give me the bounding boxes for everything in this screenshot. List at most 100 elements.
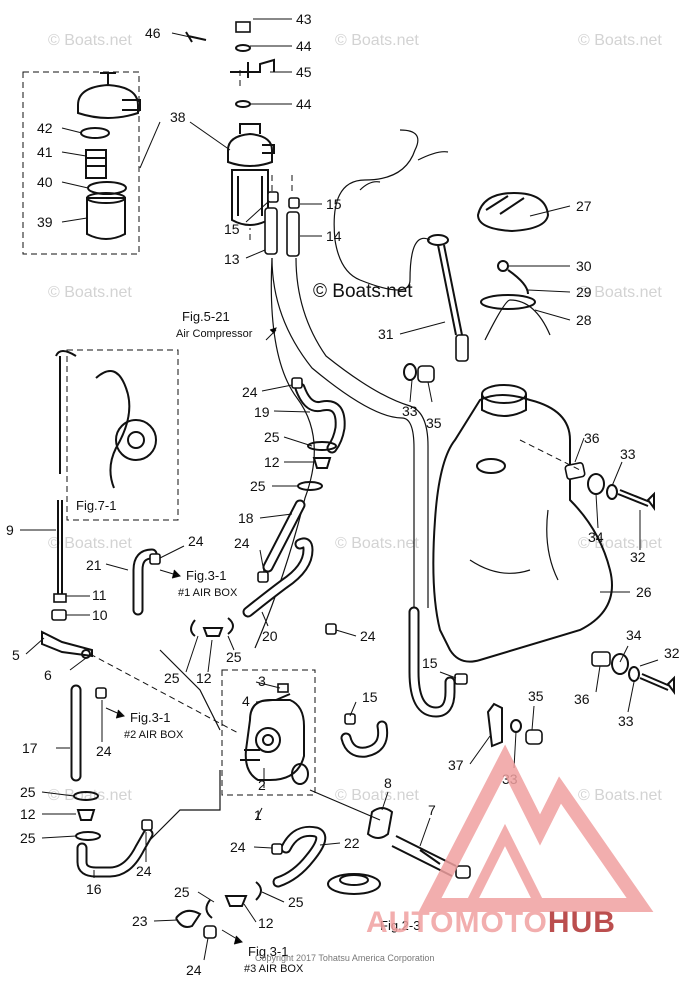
- ref-fig2-3: Fig.2-3: [380, 918, 420, 933]
- tank-hardware: [403, 363, 675, 748]
- brand-auto: AUTOMOTOHUB: [366, 906, 616, 939]
- callout-33: 33: [618, 713, 634, 729]
- watermark-text: © Boats.net: [48, 787, 132, 804]
- ref-fig3-1-a: Fig.3-1: [186, 568, 226, 583]
- callout-12: 12: [196, 670, 212, 686]
- callout-35: 35: [426, 415, 442, 431]
- callout-3: 3: [258, 673, 266, 689]
- callout-40: 40: [37, 174, 53, 190]
- callout-27: 27: [576, 198, 592, 214]
- callout-5: 5: [12, 647, 20, 663]
- callout-39: 39: [37, 214, 53, 230]
- callout-24: 24: [188, 533, 204, 549]
- callout-26: 26: [636, 584, 652, 600]
- callout-8: 8: [384, 775, 392, 791]
- callout-15: 15: [362, 689, 378, 705]
- callout-43: 43: [296, 11, 312, 27]
- copyright-text: Copyright 2017 Tohatsu America Corporati…: [255, 953, 434, 963]
- fig7-1-box: [66, 349, 179, 521]
- callout-24: 24: [234, 535, 250, 551]
- clips-joints: [73, 377, 356, 939]
- callout-31: 31: [378, 326, 394, 342]
- guide-lines: [149, 70, 581, 841]
- callout-24: 24: [230, 839, 246, 855]
- hoses-upper: [264, 175, 300, 257]
- callout-18: 18: [238, 510, 254, 526]
- bracket-hardware: [185, 21, 275, 108]
- watermark-text: © Boats.net: [578, 32, 662, 49]
- drive-parts: [327, 807, 471, 895]
- watermark-text: © Boats.net: [335, 535, 419, 552]
- callout-44: 44: [296, 96, 312, 112]
- ref-airbox-1: #1 AIR BOX: [178, 587, 238, 599]
- callout-30: 30: [576, 258, 592, 274]
- watermark-text: © Boats.net: [48, 284, 132, 301]
- callout-37: 37: [448, 757, 464, 773]
- callout-25: 25: [174, 884, 190, 900]
- callout-12: 12: [264, 454, 280, 470]
- callout-42: 42: [37, 120, 53, 136]
- automotohub-logo: AUTOMOTOHUB: [366, 744, 654, 939]
- center-watermark: © Boats.net: [313, 281, 413, 302]
- callout-32: 32: [630, 549, 646, 565]
- fuel-pump: [240, 683, 309, 785]
- callout-10: 10: [92, 607, 108, 623]
- fuel-filter: [227, 123, 275, 226]
- callout-4: 4: [242, 693, 250, 709]
- callout-21: 21: [86, 557, 102, 573]
- callout-36: 36: [584, 430, 600, 446]
- callout-13: 13: [224, 251, 240, 267]
- callout-22: 22: [344, 835, 360, 851]
- callout-25: 25: [164, 670, 180, 686]
- callout-15: 15: [326, 196, 342, 212]
- ref-airbox-3: #3 AIR BOX: [244, 963, 304, 975]
- callout-25: 25: [226, 649, 242, 665]
- long-fuel-hose: [254, 257, 456, 718]
- leader-lines: [20, 18, 659, 961]
- callout-11: 11: [92, 587, 107, 603]
- callout-20: 20: [262, 628, 278, 644]
- callout-7: 7: [428, 802, 436, 818]
- ref-fig5-21: Fig.5-21: [182, 309, 230, 324]
- callout-19: 19: [254, 404, 270, 420]
- callout-35: 35: [528, 688, 544, 704]
- callout-46: 46: [145, 25, 161, 41]
- callout-24: 24: [242, 384, 258, 400]
- callout-24: 24: [186, 962, 202, 978]
- fuel-tank: [432, 384, 613, 663]
- filter-parts-box: [22, 71, 140, 255]
- callout-1: 1: [254, 807, 262, 823]
- callout-41: 41: [37, 144, 53, 160]
- callout-25: 25: [288, 894, 304, 910]
- callout-34: 34: [588, 529, 604, 545]
- callout-24: 24: [136, 863, 152, 879]
- callout-9: 9: [6, 522, 14, 538]
- callout-2: 2: [258, 777, 266, 793]
- callout-17: 17: [22, 740, 38, 756]
- callout-25: 25: [264, 429, 280, 445]
- callout-25: 25: [20, 784, 36, 800]
- ref-fig7-1: Fig.7-1: [76, 498, 116, 513]
- callout-45: 45: [296, 64, 312, 80]
- reference-arrows: [105, 327, 277, 945]
- callout-33: 33: [402, 403, 418, 419]
- watermark-text: © Boats.net: [48, 535, 132, 552]
- callout-25: 25: [250, 478, 266, 494]
- callout-38: 38: [170, 109, 186, 125]
- callout-33: 33: [620, 446, 636, 462]
- watermark-text: © Boats.net: [578, 787, 662, 804]
- filter-exploded: [77, 72, 141, 240]
- callout-12: 12: [258, 915, 274, 931]
- callout-6: 6: [44, 667, 52, 683]
- watermark-text: © Boats.net: [578, 284, 662, 301]
- callout-44: 44: [296, 38, 312, 54]
- filler-cap: [476, 191, 551, 341]
- callout-32: 32: [664, 645, 680, 661]
- reference-texts: Fig.5-21 Air Compressor Fig.7-1 Fig.3-1 …: [76, 309, 420, 975]
- watermark-text: © Boats.net: [48, 32, 132, 49]
- watermark-text: © Boats.net: [335, 787, 419, 804]
- ref-airbox-2: #2 AIR BOX: [124, 729, 184, 741]
- callout-14: 14: [326, 228, 342, 244]
- callout-28: 28: [576, 312, 592, 328]
